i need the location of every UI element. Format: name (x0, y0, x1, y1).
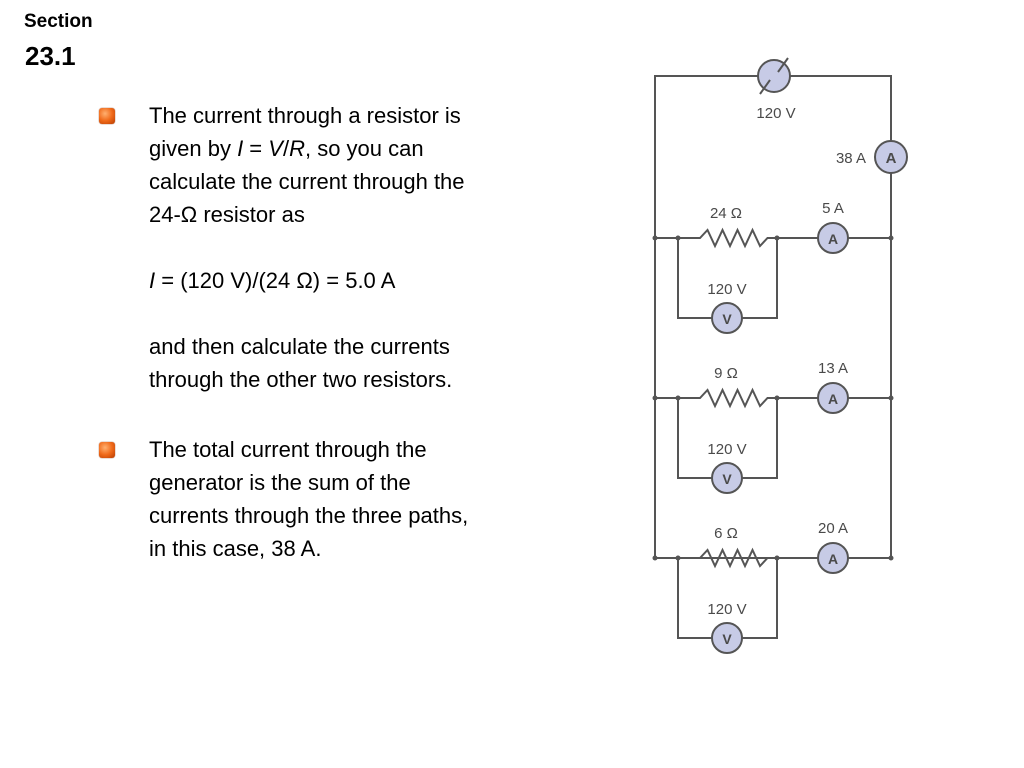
junction-node (774, 235, 780, 241)
bullet-icon (99, 442, 115, 458)
text-line: The total current through the (149, 437, 427, 462)
voltmeter-icon (711, 622, 743, 654)
ammeter-symbol: A (828, 551, 838, 567)
ammeter-icon (817, 222, 849, 254)
junction-node (652, 235, 658, 241)
text-line (149, 297, 569, 330)
resistor-wire (655, 387, 891, 409)
voltmeter-icon (711, 302, 743, 334)
text-line: in this case, 38 A. (149, 536, 322, 561)
branch-voltage-label: 120 V (707, 281, 746, 298)
branch-voltage-label: 120 V (707, 601, 746, 618)
resistance-label: 6 Ω (714, 525, 738, 542)
junction-node (888, 395, 894, 401)
voltmeter-symbol: V (722, 311, 732, 327)
total-ammeter-icon (874, 140, 908, 174)
ammeter-symbol: A (828, 231, 838, 247)
branch-current-label: 13 A (818, 360, 848, 377)
junction-node (888, 235, 894, 241)
voltmeter-symbol: V (722, 631, 732, 647)
generator-icon (757, 59, 791, 93)
text-line: through the other two resistors. (149, 367, 453, 392)
generator-arrow-icon (759, 57, 789, 95)
branch-current-label: 5 A (822, 200, 844, 217)
ammeter-icon (817, 382, 849, 414)
voltmeter-symbol: V (722, 471, 732, 487)
text-line (149, 231, 569, 264)
generator-voltage-label: 120 V (756, 105, 795, 122)
ammeter-symbol: A (886, 150, 897, 167)
junction-node (652, 555, 658, 561)
total-current-label: 38 A (836, 150, 866, 167)
parallel-branches: A 5 A 24 Ω V 120 V A 13 A 9 Ω V 120 V A 20 A 6 Ω V 120… (652, 200, 894, 654)
circuit-diagram: 120 V A 38 A A 5 A 24 Ω V 120 V A 13 A 9 Ω V 120 … (652, 57, 908, 654)
branch-current-label: 20 A (818, 520, 848, 537)
voltmeter-icon (711, 462, 743, 494)
ammeter-icon (817, 542, 849, 574)
junction-node (774, 395, 780, 401)
junction-node (888, 555, 894, 561)
section-number: 23.1 (25, 41, 76, 71)
bullet-icon (99, 108, 115, 124)
text-line: 24-Ω resistor as (149, 202, 305, 227)
text-line: and then calculate the currents (149, 334, 450, 359)
junction-node (675, 555, 681, 561)
bullet-text-2: The total current through the generator i… (149, 433, 569, 565)
text-line: The current through a resistor is (149, 103, 461, 128)
resistance-label: 24 Ω (710, 205, 742, 222)
bullet-text-1: The current through a resistor is given b… (149, 99, 569, 396)
text-line: given by I = V/R, so you can (149, 136, 424, 161)
resistor-wire (655, 547, 891, 569)
resistance-label: 9 Ω (714, 365, 738, 382)
junction-node (652, 395, 658, 401)
text-line: calculate the current through the (149, 169, 465, 194)
text-line: I = (120 V)/(24 Ω) = 5.0 A (149, 268, 396, 293)
section-label: Section (24, 11, 93, 32)
text-line: generator is the sum of the (149, 470, 411, 495)
junction-node (675, 395, 681, 401)
branch-voltage-label: 120 V (707, 441, 746, 458)
resistor-wire (655, 227, 891, 249)
junction-node (774, 555, 780, 561)
text-line: currents through the three paths, (149, 503, 469, 528)
ammeter-symbol: A (828, 391, 838, 407)
junction-node (675, 235, 681, 241)
